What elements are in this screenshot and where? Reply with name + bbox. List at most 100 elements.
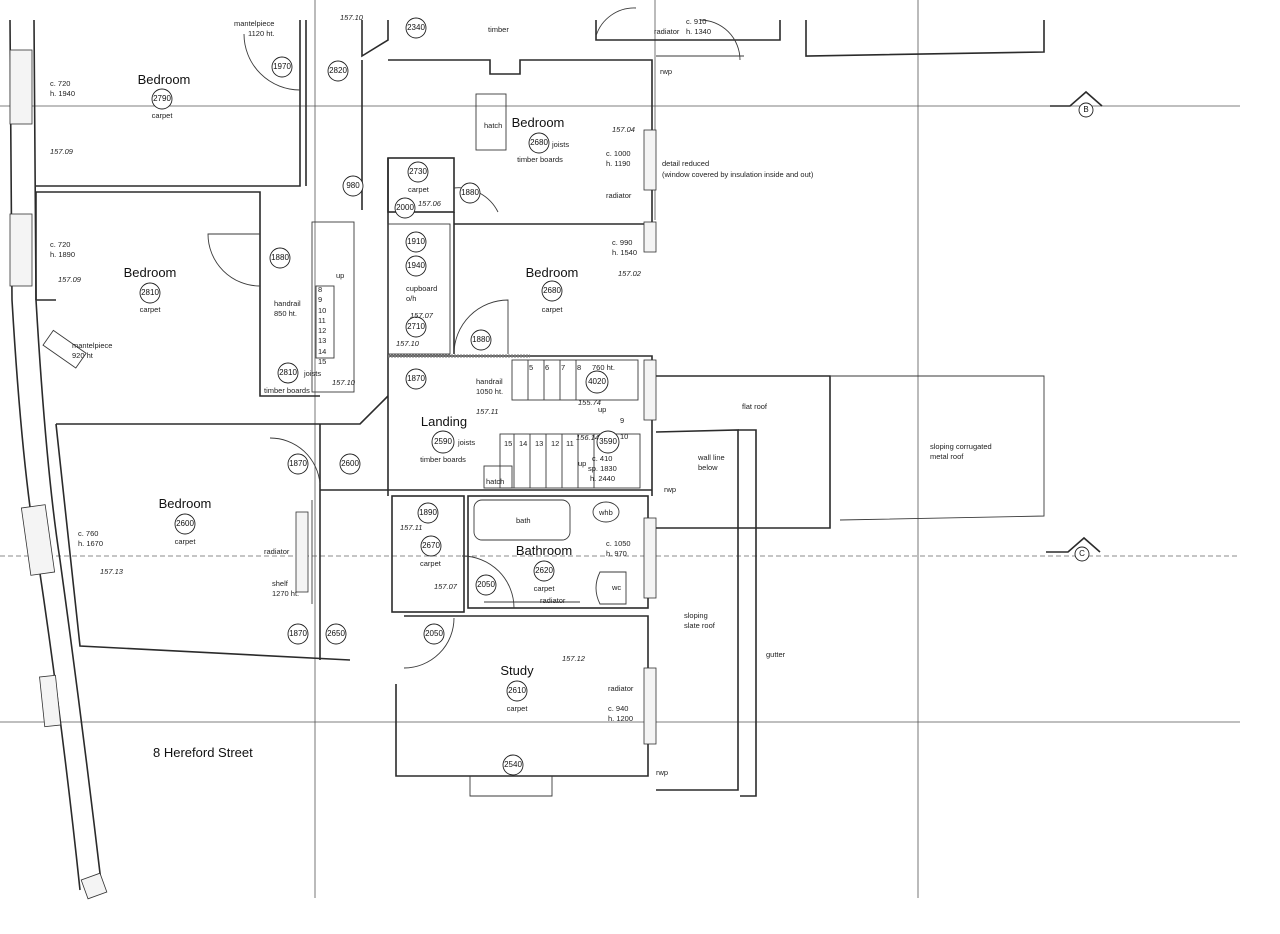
annotation: radiator bbox=[608, 684, 634, 693]
annotation: up bbox=[578, 459, 586, 468]
height-value: 2810 bbox=[141, 288, 159, 297]
section-marker-c: C bbox=[1046, 536, 1101, 562]
door-height: 1870 bbox=[289, 459, 307, 468]
annotation: hatch bbox=[486, 477, 504, 486]
tread-number: 13 bbox=[318, 336, 326, 345]
annotation: timber bbox=[488, 25, 509, 34]
level-mark: 157.11 bbox=[400, 523, 422, 532]
annotation: c. 940 bbox=[608, 704, 628, 713]
annotation: mantelpiece bbox=[234, 19, 274, 28]
room-finish: carpet bbox=[152, 111, 174, 120]
door-height: 1910 bbox=[407, 237, 425, 246]
annotation: below bbox=[698, 463, 718, 472]
door-height: 2810 bbox=[279, 368, 297, 377]
annotation: gutter bbox=[766, 650, 786, 659]
level-mark: 157.11 bbox=[476, 407, 498, 416]
level-mark: 157.12 bbox=[562, 654, 586, 663]
annotation: cupboard bbox=[406, 284, 437, 293]
tread-number: 9 bbox=[318, 295, 322, 304]
annotation: h. 1670 bbox=[78, 539, 103, 548]
section-marker-b: B bbox=[1050, 90, 1103, 118]
section-letter: B bbox=[1083, 105, 1088, 114]
tread-number: 12 bbox=[318, 326, 326, 335]
door-height: 2540 bbox=[504, 760, 522, 769]
annotation: c. 760 bbox=[78, 529, 98, 538]
annotation: radiator bbox=[540, 596, 566, 605]
annotation: bath bbox=[516, 516, 531, 525]
level-mark: 157.10 bbox=[332, 378, 356, 387]
front-facade bbox=[9, 19, 108, 900]
door-height: 1880 bbox=[472, 335, 490, 344]
annotation: c. 1050 bbox=[606, 539, 631, 548]
annotation: joists bbox=[303, 369, 321, 378]
height-circles: 2790 2680 2810 2680 2590 2600 2620 2610 … bbox=[139, 17, 620, 776]
room-finish: carpet bbox=[542, 305, 564, 314]
room-note: joists bbox=[457, 438, 475, 447]
level-mark: 157.04 bbox=[612, 125, 635, 134]
annotation: flat roof bbox=[742, 402, 768, 411]
annotation: h. 1940 bbox=[50, 89, 75, 98]
door-height: 2340 bbox=[407, 23, 425, 32]
room-finish: carpet bbox=[140, 305, 162, 314]
annotation: c. 1000 bbox=[606, 149, 631, 158]
tread-number: 7 bbox=[561, 363, 565, 372]
door-height: 1880 bbox=[271, 253, 289, 262]
door-height: 980 bbox=[346, 181, 360, 190]
annotation: 1050 ht. bbox=[476, 387, 503, 396]
level-mark: 157.10 bbox=[396, 339, 420, 348]
door-height: 1870 bbox=[289, 629, 307, 638]
room-name: Bedroom bbox=[512, 115, 565, 130]
room-finish: timber boards bbox=[517, 155, 563, 164]
door-height: 1940 bbox=[407, 261, 425, 270]
room-name: Landing bbox=[421, 414, 467, 429]
tread-number: 10 bbox=[620, 432, 628, 441]
annotation: c. 910 bbox=[686, 17, 706, 26]
annotation: 850 ht. bbox=[274, 309, 297, 318]
annotation: metal roof bbox=[930, 452, 964, 461]
annotation: h. 1890 bbox=[50, 250, 75, 259]
annotation: h. 970 bbox=[606, 549, 627, 558]
annotation: c. 720 bbox=[50, 240, 70, 249]
annotation: timber boards bbox=[264, 386, 310, 395]
annotation: 920 ht bbox=[72, 351, 94, 360]
tread-number: 11 bbox=[318, 316, 326, 325]
height-value: 2600 bbox=[176, 519, 194, 528]
annotation: sloping corrugated bbox=[930, 442, 992, 451]
annotation: handrail bbox=[476, 377, 503, 386]
annotation: carpet bbox=[420, 559, 442, 568]
door-height: 2650 bbox=[327, 629, 345, 638]
door-height: 2050 bbox=[425, 629, 443, 638]
annotation: h. 1540 bbox=[612, 248, 637, 257]
annotation: c. 410 bbox=[592, 454, 612, 463]
door-height: 1890 bbox=[419, 508, 437, 517]
annotation: up bbox=[336, 271, 344, 280]
door-height: 2710 bbox=[407, 322, 425, 331]
street-name: 8 Hereford Street bbox=[153, 745, 253, 760]
height-value: 2790 bbox=[153, 94, 171, 103]
door-height: 2050 bbox=[477, 580, 495, 589]
room-name: Bathroom bbox=[516, 543, 572, 558]
tread-number: 13 bbox=[535, 439, 543, 448]
annotation: c. 990 bbox=[612, 238, 632, 247]
annotation: c. 720 bbox=[50, 79, 70, 88]
annotation: detail reduced bbox=[662, 159, 709, 168]
annotation: rwp bbox=[660, 67, 672, 76]
tread-number: 8 bbox=[318, 285, 322, 294]
annotation: (window covered by insulation inside and… bbox=[662, 170, 814, 179]
annotation: radiator bbox=[264, 547, 290, 556]
room-labels: Bedroom carpet 157.09 Bedroom joists tim… bbox=[50, 72, 642, 760]
tread-number: 15 bbox=[504, 439, 512, 448]
annotation: shelf bbox=[272, 579, 289, 588]
stair-numbers: 8 9 10 11 12 13 14 15 5 6 7 8 9 15 14 13… bbox=[318, 285, 628, 448]
level-mark: 156.14 bbox=[576, 433, 599, 442]
tread-number: 8 bbox=[577, 363, 581, 372]
tread-number: 9 bbox=[620, 416, 624, 425]
room-note: joists bbox=[551, 140, 569, 149]
annotation: 1270 ht. bbox=[272, 589, 299, 598]
annotation: sp. 1830 bbox=[588, 464, 617, 473]
annotation: mantelpiece bbox=[72, 341, 112, 350]
door-height: 2600 bbox=[341, 459, 359, 468]
room-name: Study bbox=[500, 663, 534, 678]
annotation: h. 2440 bbox=[590, 474, 615, 483]
